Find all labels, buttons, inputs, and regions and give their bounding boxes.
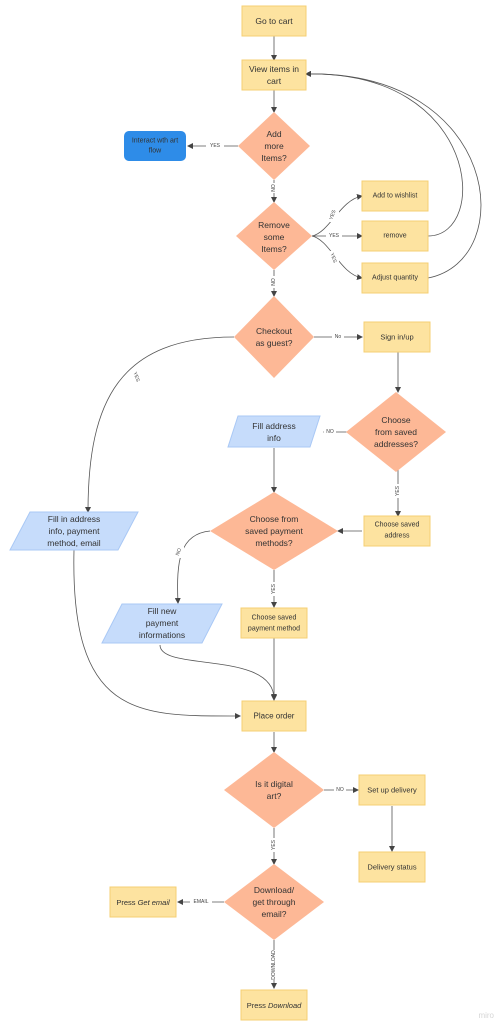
watermark-logo: miro xyxy=(478,1011,494,1020)
edge-adjust-to-view xyxy=(305,70,482,279)
node-choose-saved-address: Choose saved address xyxy=(363,515,431,547)
node-label: some xyxy=(264,232,285,242)
node-view-items: View items in cart xyxy=(241,59,307,91)
node-label: addresses? xyxy=(374,439,418,449)
edge-label-no: NO xyxy=(326,429,334,435)
decision-checkout-guest: Checkout as guest? xyxy=(234,296,314,378)
node-label: info xyxy=(267,433,281,443)
node-label: View items in xyxy=(249,64,299,74)
node-label: remove xyxy=(383,233,406,240)
decision-saved-payment: Choose from saved payment methods? xyxy=(210,492,338,570)
node-set-up-delivery: Set up delivery xyxy=(358,774,426,806)
node-sign-in: Sign in/up xyxy=(363,321,431,353)
edge-label-email: EMAIL xyxy=(193,899,208,905)
edge-label-download: DOWNLOAD xyxy=(271,950,277,980)
decision-saved-addresses: Choose from saved addresses? xyxy=(346,392,446,472)
node-label: Place order xyxy=(254,712,295,721)
node-label: Go to cart xyxy=(255,16,293,26)
node-label: methods? xyxy=(255,538,293,548)
edge-fillin-to-place xyxy=(73,549,241,720)
node-label: Choose xyxy=(381,415,411,425)
node-label: Fill address xyxy=(252,421,295,431)
node-choose-saved-payment: Choose saved payment method xyxy=(240,607,308,639)
edge-label-yes: YES xyxy=(271,839,277,850)
decision-add-more: Add more Items? xyxy=(238,112,310,180)
decision-digital-art: Is it digital art? xyxy=(224,752,324,828)
edge-payment-to-fillnew xyxy=(174,530,211,604)
io-fill-new-payment: Fill new payment informations xyxy=(101,603,223,644)
node-label: more xyxy=(264,141,284,151)
edge-label-yes: YES xyxy=(395,485,401,496)
edge-label-no: No xyxy=(335,334,342,340)
edge-label-yes: YES xyxy=(271,583,277,594)
decision-remove-some: Remove some Items? xyxy=(236,202,312,270)
node-label: informations xyxy=(139,630,185,640)
node-label: address xyxy=(385,533,410,540)
node-label: Choose saved xyxy=(375,522,420,529)
node-label: Press Download xyxy=(247,1001,302,1010)
edge-label-no: NO xyxy=(271,278,277,286)
node-adjust-quantity: Adjust quantity xyxy=(361,262,429,294)
node-label: Interact wth art xyxy=(132,138,178,145)
node-label: cart xyxy=(267,76,282,86)
node-label: payment method xyxy=(248,626,300,633)
node-label: Checkout xyxy=(256,326,293,336)
node-label: Items? xyxy=(261,244,287,254)
node-label: art? xyxy=(267,791,282,801)
node-label: Delivery status xyxy=(367,863,416,872)
edge-label-no: NO xyxy=(271,184,277,192)
node-press-download: Press Download xyxy=(240,989,308,1021)
edge-label-yes: YES xyxy=(210,143,221,149)
node-label: Choose from xyxy=(250,514,299,524)
node-label: info, payment xyxy=(48,526,100,536)
node-label: Download/ xyxy=(254,885,295,895)
node-label: Add xyxy=(266,129,281,139)
node-press-get-email: Press Get email xyxy=(109,886,177,918)
node-add-to-wishlist: Add to wishlist xyxy=(361,180,429,212)
node-go-to-cart: Go to cart xyxy=(241,5,307,37)
node-label: Is it digital xyxy=(255,779,293,789)
node-label: Adjust quantity xyxy=(372,275,418,282)
node-delivery-status: Delivery status xyxy=(358,851,426,883)
edge-removebox-to-view xyxy=(305,70,463,237)
node-label: Remove xyxy=(258,220,290,230)
node-label: Set up delivery xyxy=(367,786,417,795)
node-remove: remove xyxy=(361,220,429,252)
node-label: saved payment xyxy=(245,526,303,536)
edge-checkout-to-fillin xyxy=(85,336,235,513)
node-label: from saved xyxy=(375,427,417,437)
edge-label-yes: YES xyxy=(328,252,337,264)
edge-label-yes: YES xyxy=(329,233,340,239)
edge-fillnew-to-place xyxy=(159,644,277,700)
edge-label-yes: YES xyxy=(131,371,140,383)
decision-download-email: Download/ get through email? xyxy=(224,864,324,940)
node-label: payment xyxy=(146,618,179,628)
node-label: Press Get email xyxy=(116,898,170,907)
node-label: Add to wishlist xyxy=(373,193,418,200)
edge-label-yes: YES xyxy=(328,209,337,221)
io-fill-in-address: Fill in address info, payment method, em… xyxy=(9,511,139,551)
node-label: Items? xyxy=(261,153,287,163)
node-label: email? xyxy=(261,909,286,919)
node-label: as guest? xyxy=(256,338,293,348)
node-label: method, email xyxy=(47,538,100,548)
terminal-interact-art: Interact wth art flow xyxy=(124,131,186,161)
edge-label-no: NO xyxy=(336,787,344,793)
edge-label-no: NO xyxy=(175,547,183,556)
node-label: Fill new xyxy=(148,606,178,616)
node-label: Sign in/up xyxy=(380,333,413,342)
node-label: flow xyxy=(149,148,162,155)
node-label: Fill in address xyxy=(48,514,100,524)
node-place-order: Place order xyxy=(241,700,307,732)
node-label: Choose saved xyxy=(252,615,297,622)
io-fill-address: Fill address info xyxy=(227,415,321,448)
node-label: get through xyxy=(252,897,295,907)
